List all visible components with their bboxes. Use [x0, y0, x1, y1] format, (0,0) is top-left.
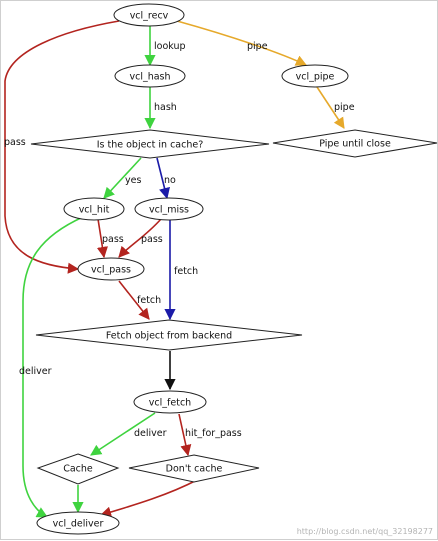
node-vcl-deliver-label: vcl_deliver [53, 519, 104, 530]
node-pipe-until-close: Pipe until close [272, 129, 438, 158]
label-deliver-fetch: deliver [134, 428, 167, 439]
node-in-cache-label: Is the object in cache? [97, 140, 204, 151]
label-pass-hit: pass [102, 234, 124, 245]
label-yes: yes [125, 175, 141, 186]
node-cache-label: Cache [63, 464, 93, 475]
edge-recv-pass [4, 20, 120, 274]
node-vcl-pass-label: vcl_pass [91, 265, 131, 276]
edge-cache-miss [156, 157, 170, 200]
label-fetch-miss: fetch [174, 266, 198, 277]
node-pipe-until-close-label: Pipe until close [319, 139, 391, 150]
node-vcl-deliver: vcl_deliver [36, 511, 120, 535]
edge-recv-pipe [176, 20, 308, 66]
node-vcl-recv: vcl_recv [113, 3, 185, 27]
label-hash: hash [154, 102, 177, 113]
edge-hit-pass [96, 218, 108, 259]
label-no: no [164, 175, 176, 186]
edge-pass-fetch [118, 280, 150, 320]
watermark-text: http://blog.csdn.net/qq_32198277 [297, 527, 433, 536]
label-deliver-hit: deliver [19, 366, 52, 377]
label-lookup: lookup [154, 41, 186, 52]
edge-miss-pass [118, 218, 162, 258]
node-dont-cache-label: Don't cache [166, 464, 223, 475]
node-vcl-hit-label: vcl_hit [79, 205, 110, 216]
node-fetch-backend: Fetch object from backend [35, 319, 303, 351]
node-vcl-miss: vcl_miss [134, 197, 204, 221]
edge-hit-deliver [22, 216, 84, 518]
node-vcl-fetch-label: vcl_fetch [149, 398, 191, 409]
edge-vclfetch-cache [90, 412, 156, 456]
edge-cache-hit [103, 157, 142, 199]
node-vcl-hash: vcl_hash [114, 64, 186, 88]
edge-dontcache-deliver [99, 479, 198, 518]
node-vcl-miss-label: vcl_miss [149, 205, 189, 216]
node-fetch-backend-label: Fetch object from backend [106, 331, 232, 342]
label-pass-recv: pass [4, 137, 26, 148]
label-pass-miss: pass [141, 234, 163, 245]
node-vcl-pipe: vcl_pipe [281, 64, 349, 88]
label-pipe-2: pipe [334, 102, 355, 113]
node-vcl-hash-label: vcl_hash [129, 72, 170, 83]
node-cache: Cache [36, 453, 120, 485]
edge-pipe-close [316, 86, 345, 129]
node-vcl-hit: vcl_hit [63, 197, 125, 221]
label-hit-for-pass: hit_for_pass [185, 428, 242, 439]
node-vcl-pass: vcl_pass [77, 257, 145, 281]
label-pipe-1: pipe [247, 41, 268, 52]
label-fetch-pass: fetch [137, 295, 161, 306]
node-vcl-pipe-label: vcl_pipe [296, 72, 335, 83]
node-in-cache: Is the object in cache? [30, 129, 270, 159]
node-vcl-fetch: vcl_fetch [133, 390, 207, 414]
node-dont-cache: Don't cache [128, 454, 260, 483]
node-vcl-recv-label: vcl_recv [130, 11, 169, 22]
edge-vclfetch-dontcache [178, 413, 192, 457]
